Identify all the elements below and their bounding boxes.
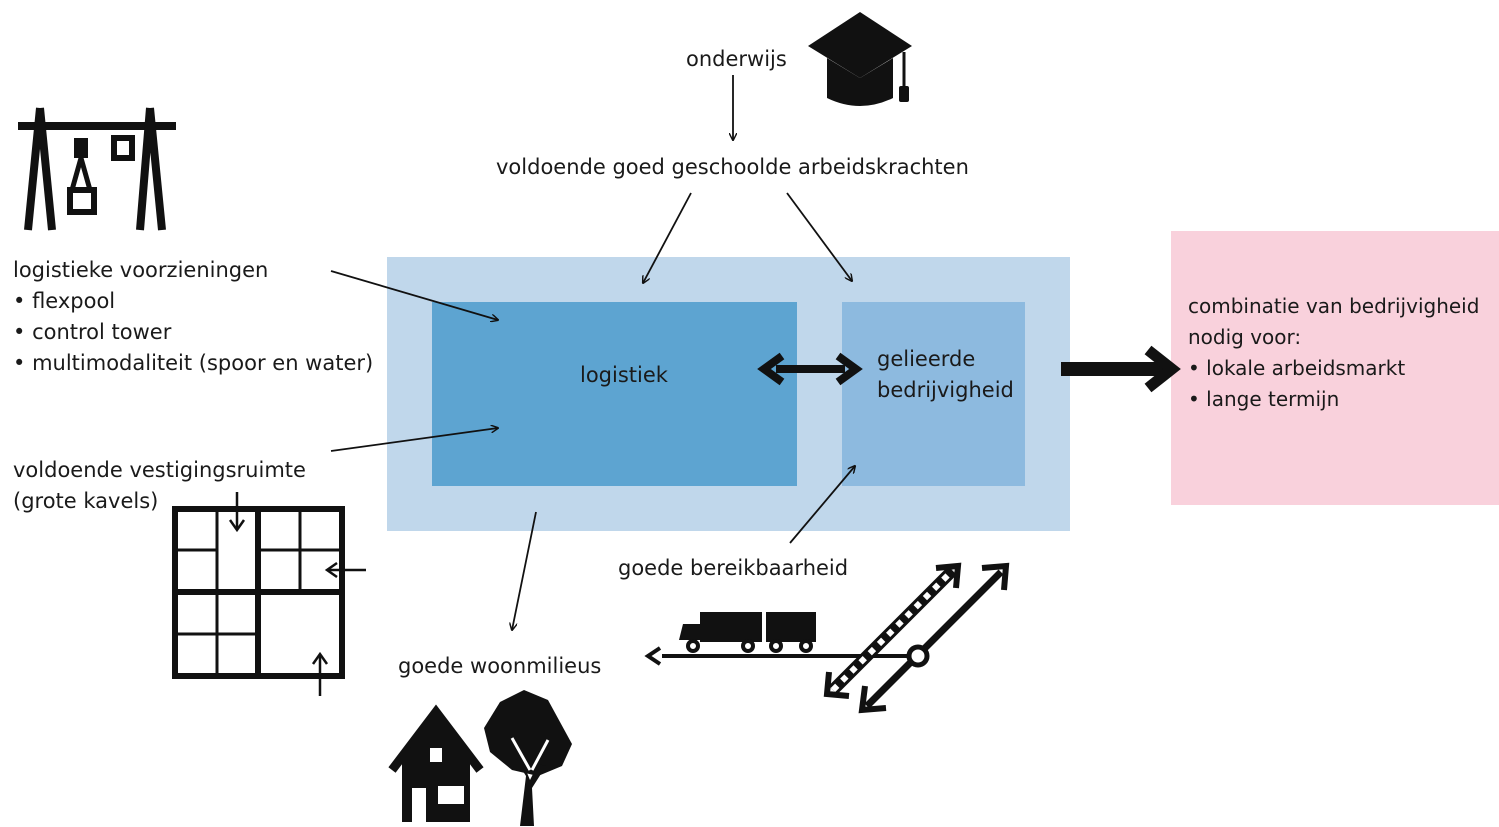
vestiging-line-1: voldoende vestigingsruimte: [13, 458, 306, 482]
logistiek-box: [432, 302, 797, 486]
gelieerde-line-1: gelieerde: [877, 347, 976, 371]
vestiging-line-2: (grote kavels): [13, 489, 159, 513]
graduation-cap-icon: [808, 12, 912, 106]
gelieerde-label: gelieerde bedrijvigheid: [877, 344, 1014, 406]
vestiging-block: voldoende vestigingsruimte (grote kavels…: [13, 455, 306, 517]
arrow-arbeid-to-logistiek: [643, 192, 692, 283]
list-item: control tower: [13, 317, 373, 348]
result-list: lokale arbeidsmarkt lange termijn: [1188, 353, 1479, 415]
voorzieningen-title: logistieke voorzieningen: [13, 258, 269, 282]
arrow-box-to-woonmilieus: [512, 511, 537, 630]
parcel-grid-icon: [172, 492, 366, 696]
arrow-vestiging-to-logistiek: [330, 428, 498, 452]
road-rail-crossing-icon: [823, 562, 1010, 714]
arbeidskrachten-label: voldoende goed geschoolde arbeidskrachte…: [496, 155, 969, 179]
arrow-bereikbaarheid-to-gelieerde: [789, 466, 855, 544]
voorzieningen-list: flexpool control tower multimodaliteit (…: [13, 286, 373, 379]
result-line-2: nodig voor:: [1188, 325, 1302, 349]
arrow-arbeid-to-gelieerde: [786, 192, 852, 281]
arrow-voorzieningen-to-logistiek: [330, 270, 498, 320]
gelieerde-bedrijvigheid-box: [842, 302, 1025, 486]
result-text-block: combinatie van bedrijvigheid nodig voor:…: [1188, 291, 1479, 415]
gantry-crane-icon: [18, 107, 176, 231]
connector-arrows: [330, 75, 855, 630]
result-arrow-icon: [1061, 345, 1181, 393]
tree-icon: [484, 690, 572, 826]
result-line-1: combinatie van bedrijvigheid: [1188, 294, 1480, 318]
logistiek-label: logistiek: [580, 363, 668, 387]
gelieerde-line-2: bedrijvigheid: [877, 378, 1014, 402]
onderwijs-label: onderwijs: [686, 47, 787, 71]
double-arrow-icon: [757, 352, 863, 386]
list-item: lokale arbeidsmarkt: [1188, 353, 1479, 384]
list-item: flexpool: [13, 286, 373, 317]
truck-icon: [644, 612, 918, 666]
woonmilieus-label: goede woonmilieus: [398, 654, 602, 678]
list-item: multimodaliteit (spoor en water): [13, 348, 373, 379]
house-icon: [388, 704, 484, 822]
list-item: lange termijn: [1188, 384, 1479, 415]
bereikbaarheid-label: goede bereikbaarheid: [618, 556, 849, 580]
voorzieningen-block: logistieke voorzieningen flexpool contro…: [13, 255, 373, 379]
